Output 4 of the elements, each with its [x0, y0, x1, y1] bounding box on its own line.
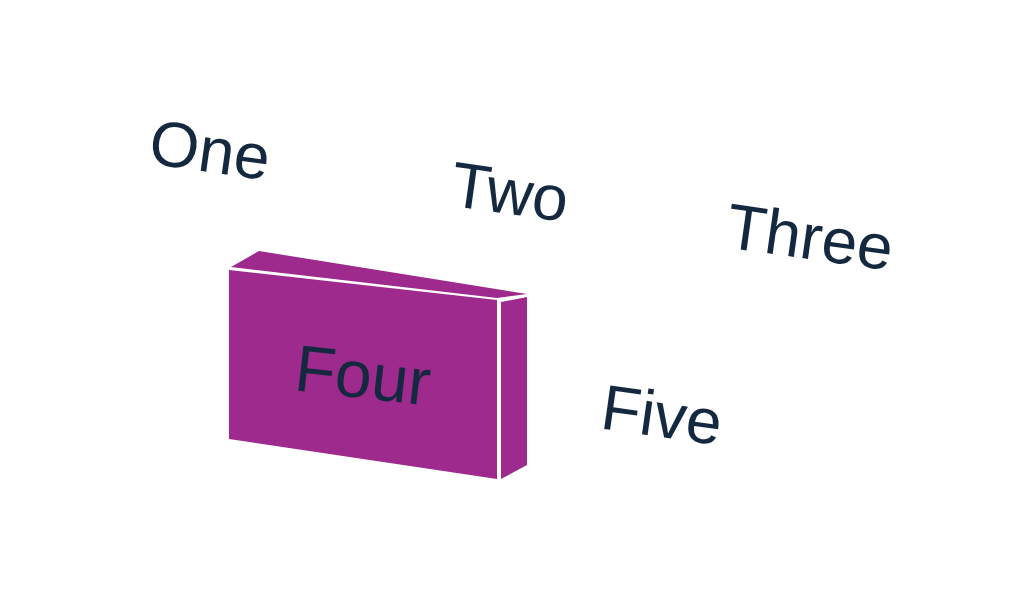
word-label: Three — [722, 193, 898, 281]
word-label: Two — [447, 152, 573, 232]
word-label: Five — [597, 374, 727, 456]
word-label: One — [145, 109, 275, 191]
